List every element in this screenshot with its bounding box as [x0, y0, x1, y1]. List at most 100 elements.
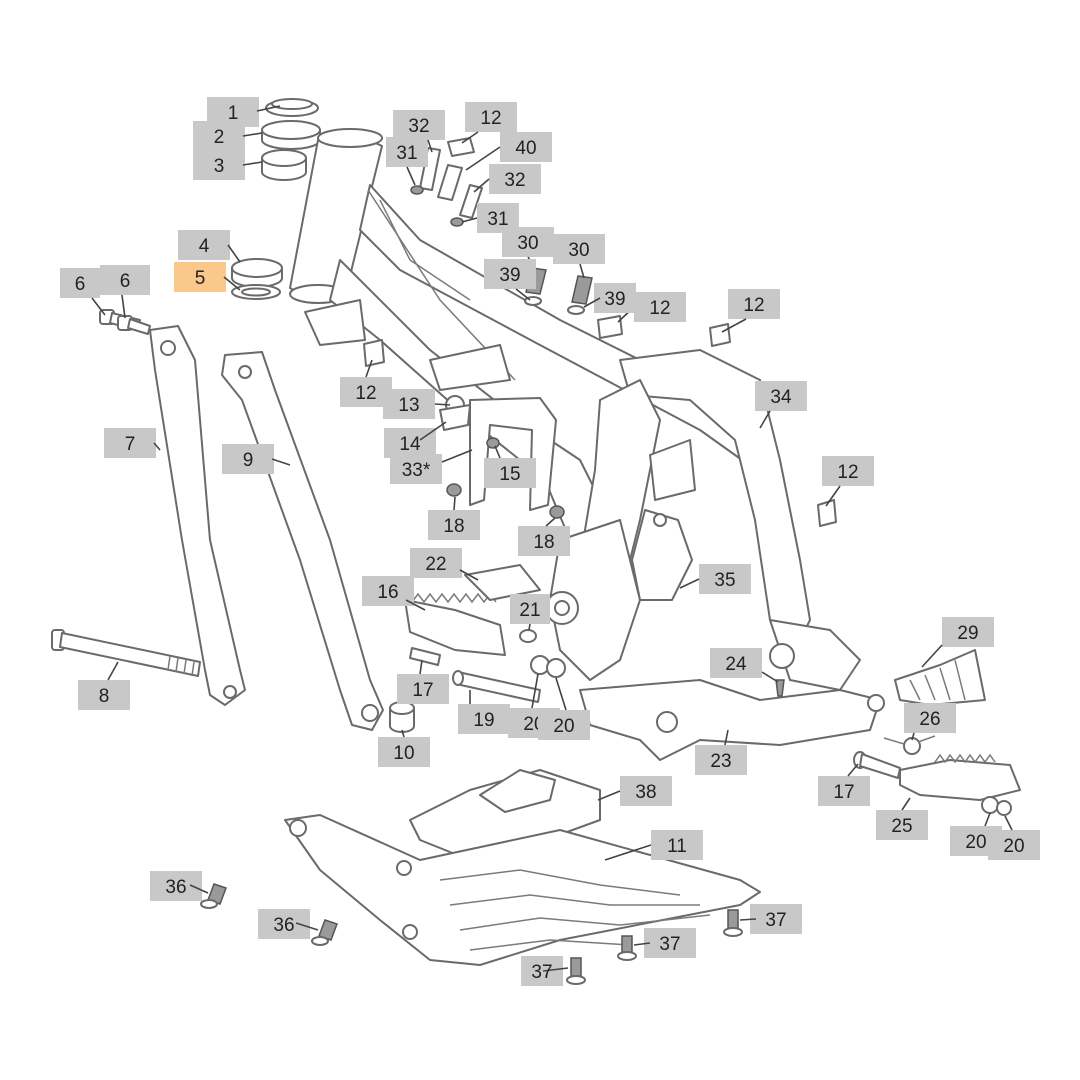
callout-33-c33: 33*	[390, 449, 473, 484]
leader-line	[401, 729, 405, 738]
leader-line	[901, 797, 911, 811]
leader-line	[295, 922, 319, 931]
callout-number: 37	[765, 910, 786, 931]
callout-15-c15: 15	[484, 445, 536, 488]
callout-3-c3: 3	[193, 150, 263, 180]
callout-11-c11: 11	[604, 830, 703, 861]
callout-number: 9	[243, 450, 254, 471]
part-17-pin-left	[409, 647, 441, 666]
leader-line	[825, 485, 841, 507]
callout-number: 25	[891, 816, 912, 837]
callout-12-c12e: 12	[822, 456, 874, 507]
callout-16-c16: 16	[362, 576, 426, 611]
callout-6-c6a: 6	[60, 268, 106, 316]
callout-number: 24	[725, 654, 747, 675]
callout-box	[78, 680, 130, 710]
leader-line	[984, 812, 991, 827]
callout-number: 34	[770, 387, 792, 408]
leader-line	[441, 449, 473, 463]
leader-line	[515, 288, 531, 301]
callout-number: 36	[273, 915, 294, 936]
callout-box	[390, 454, 442, 484]
part-30-bolt-right	[567, 275, 593, 315]
callout-18-c18a: 18	[428, 496, 480, 540]
callout-number: 12	[480, 108, 501, 129]
callout-number: 20	[1003, 836, 1024, 857]
part-4-lower-bearing	[231, 258, 283, 288]
leader-line	[461, 131, 479, 144]
callout-32-c32a: 32	[393, 110, 445, 153]
callout-box	[695, 745, 747, 775]
callout-box	[538, 710, 590, 740]
part-12-clip-b	[709, 323, 731, 347]
callout-number: 26	[919, 709, 940, 730]
callout-7-c7: 7	[104, 428, 161, 458]
callout-10-c10: 10	[378, 729, 430, 767]
callout-number: 12	[743, 295, 764, 316]
callout-box	[104, 428, 156, 458]
callout-5-c5: 5	[174, 262, 241, 292]
callout-31-c31a: 31	[386, 137, 428, 186]
part-16-footpeg-left	[404, 592, 506, 656]
callout-35-c35: 35	[679, 564, 751, 594]
callout-box	[500, 132, 552, 162]
callout-box	[818, 776, 870, 806]
part-20-washers-left	[530, 655, 566, 678]
callout-32-c32b: 32	[473, 164, 541, 194]
callout-box	[644, 928, 696, 958]
callout-12-c12d: 12	[721, 289, 780, 333]
callout-number: 32	[504, 170, 525, 191]
leader-line	[847, 763, 859, 777]
callout-39-c39b: 39	[583, 283, 636, 313]
callout-8-c8: 8	[78, 661, 130, 710]
leader-line	[579, 263, 585, 279]
part-37-screws	[566, 909, 743, 985]
part-36-screws	[200, 883, 338, 946]
callout-21-c21: 21	[510, 594, 550, 631]
callout-20-c20d: 20	[988, 815, 1040, 860]
callout-box	[553, 234, 605, 264]
part-11-skid-plate	[284, 814, 761, 966]
callout-number: 31	[396, 143, 417, 164]
callout-number: 17	[833, 782, 854, 803]
callout-number: 29	[957, 623, 978, 644]
callout-number: 10	[393, 743, 414, 764]
callout-number: 5	[195, 268, 206, 289]
callout-number: 20	[965, 832, 986, 853]
leader-line	[604, 844, 652, 861]
callout-box	[393, 110, 445, 140]
callout-box	[178, 230, 230, 260]
callout-19-c19: 19	[458, 690, 510, 734]
callout-13-c13: 13	[383, 389, 451, 419]
part-5-seal	[231, 284, 281, 300]
callout-box	[362, 576, 414, 606]
leader-line	[242, 132, 263, 137]
part-8-long-bolt	[51, 629, 201, 677]
callout-box	[620, 776, 672, 806]
callout-number: 2	[214, 127, 225, 148]
callout-number: 14	[399, 434, 421, 455]
leader-line	[583, 297, 601, 308]
callout-number: 20	[553, 716, 574, 737]
leader-line	[365, 359, 373, 378]
callout-number: 37	[659, 934, 680, 955]
part-3-bearing	[261, 149, 307, 181]
callout-2-c2: 2	[193, 121, 263, 151]
callout-17-c17b: 17	[818, 763, 870, 806]
part-20-washers-right	[981, 796, 1012, 816]
leader-line	[724, 729, 729, 746]
leader-line	[459, 569, 479, 581]
callout-number: 1	[228, 103, 239, 124]
callout-number: 31	[487, 209, 508, 230]
leader-line	[419, 659, 423, 675]
leader-line	[153, 442, 161, 451]
part-24-screw	[775, 679, 785, 697]
callout-box	[750, 904, 802, 934]
callout-box	[193, 150, 245, 180]
part-25-footpeg-right	[899, 753, 1021, 801]
leader-line	[405, 599, 426, 611]
callout-number: 17	[412, 680, 433, 701]
callout-number: 13	[398, 395, 419, 416]
callout-number: 22	[425, 554, 446, 575]
